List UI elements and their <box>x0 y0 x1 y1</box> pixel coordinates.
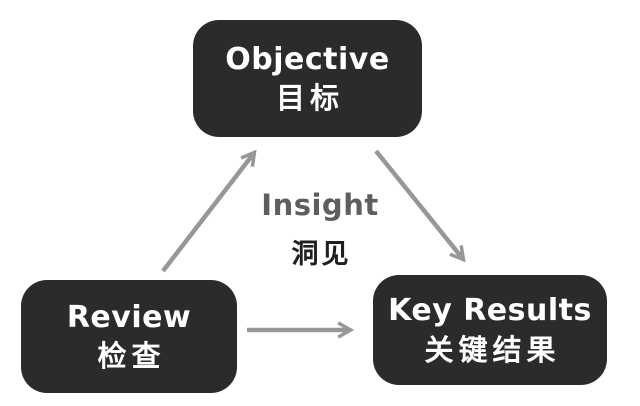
node-review-label-zh: 检查 <box>97 339 166 374</box>
node-key-results-label-zh: 关键结果 <box>424 332 561 367</box>
node-review-label-en: Review <box>66 299 192 335</box>
node-key-results-label-en: Key Results <box>388 293 592 329</box>
arrow-objective-to-keyresults <box>374 149 463 259</box>
arrow-review-to-objective <box>161 153 254 273</box>
node-objective-label-zh: 目标 <box>275 81 344 116</box>
node-objective: Objective 目标 <box>193 20 422 137</box>
node-key-results: Key Results 关键结果 <box>373 275 607 385</box>
node-review: Review 检查 <box>21 280 237 393</box>
node-objective-label-en: Objective <box>225 41 390 77</box>
